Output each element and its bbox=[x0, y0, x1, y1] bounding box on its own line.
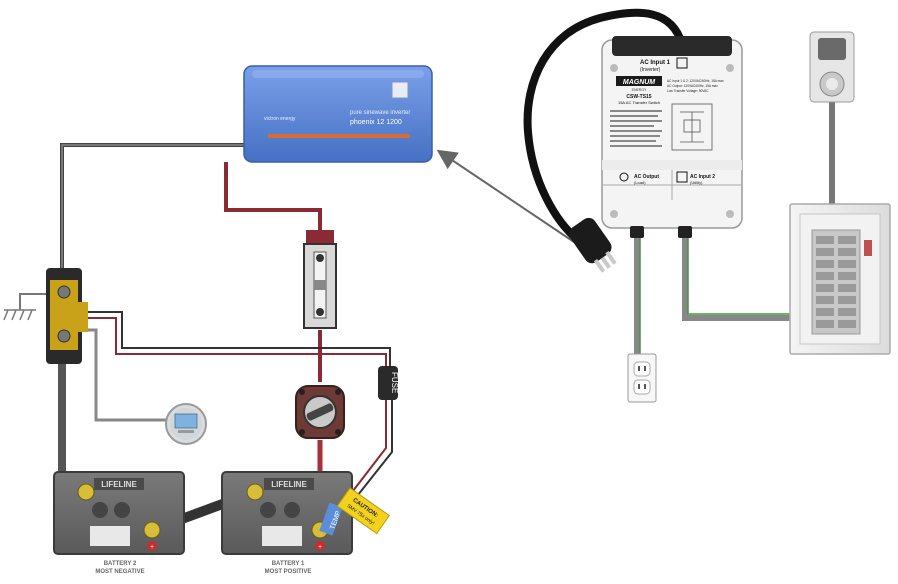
ts-model: CSW-TS15 bbox=[626, 94, 651, 100]
ground-icon bbox=[3, 309, 36, 321]
ts-output-icon bbox=[619, 172, 629, 182]
ts-spec3: Low Transfer Voltage: 90VAC bbox=[667, 89, 709, 93]
ts-ac-output-label: AC Output bbox=[634, 174, 659, 180]
ts-spec2: AC Output: 120VAC/60Hz, 15A max bbox=[667, 84, 718, 88]
inverter-model-line2: phoenix 12 1200 bbox=[350, 119, 402, 126]
ac-outlet bbox=[627, 353, 657, 403]
inverter-brand: victron energy bbox=[264, 116, 296, 122]
battery-1: LIFELINE + BATTERY 1 MOST POSITIVE bbox=[221, 471, 353, 575]
transfer-switch-cord bbox=[523, 8, 686, 244]
wire-sense-negative bbox=[88, 311, 391, 368]
ts-ac-input1-sub: (Inverter) bbox=[640, 67, 661, 73]
ts-spec1: AC Input 1 & 2: 120VAC/60Hz, 15A max bbox=[667, 79, 724, 83]
wire-positive-inverter bbox=[224, 162, 322, 238]
inverter: victron energy pure sinewave inverter ph… bbox=[243, 65, 433, 163]
main-fuse bbox=[303, 230, 337, 329]
ts-ac-input2-label: AC Input 2 bbox=[690, 174, 715, 180]
battery-1-positive-icon bbox=[315, 541, 325, 551]
arrow-to-inverter bbox=[436, 149, 575, 243]
battery-2-label-line1: BATTERY 2 bbox=[104, 561, 137, 567]
ts-ac-input2-sub: (Utility) bbox=[690, 180, 703, 185]
ts-input1-icon bbox=[676, 57, 688, 69]
bus-bar bbox=[46, 268, 88, 364]
battery-switch bbox=[295, 385, 345, 439]
battery-2-label-line2: MOST NEGATIVE bbox=[95, 569, 144, 575]
ts-brand: MAGNUM bbox=[623, 79, 655, 86]
ts-brand-sub: ENERGY bbox=[632, 88, 647, 92]
ts-input2-icon bbox=[676, 171, 688, 183]
battery-1-label-line2: MOST POSITIVE bbox=[265, 569, 312, 575]
battery-1-label-line1: BATTERY 1 bbox=[272, 561, 305, 567]
battery-2-positive-icon bbox=[147, 541, 157, 551]
transfer-switch: AC Input 1 (Inverter) MAGNUM ENERGY CSW-… bbox=[601, 36, 743, 238]
ts-wiring-schematic bbox=[671, 103, 713, 151]
inline-fuse: FUSE bbox=[378, 366, 399, 400]
ts-ac-output-sub: (Load) bbox=[634, 180, 646, 185]
monitor-display-icon bbox=[174, 413, 198, 429]
wire-ground bbox=[19, 293, 48, 310]
battery-2: LIFELINE + BATTERY 2 MOST NEGATIVE bbox=[53, 471, 185, 575]
svg-text:+: + bbox=[150, 544, 154, 551]
ac-plug bbox=[569, 217, 617, 273]
ts-warning-text-block bbox=[610, 110, 662, 147]
inverter-model-line1: pure sinewave inverter bbox=[350, 110, 410, 116]
wire-monitor bbox=[88, 328, 168, 422]
svg-text:+: + bbox=[318, 544, 322, 551]
battery-1-brand: LIFELINE bbox=[271, 480, 307, 489]
battery-monitor bbox=[165, 403, 207, 445]
ts-ac-input1-label: AC Input 1 bbox=[640, 60, 671, 66]
wire-sense-positive bbox=[88, 317, 387, 368]
caution-tag: CAUTION: SMV 75x only! bbox=[336, 487, 391, 535]
inverter-stripe bbox=[268, 134, 410, 138]
shore-power-inlet bbox=[809, 31, 855, 103]
inline-fuse-label: FUSE bbox=[390, 372, 399, 393]
wire-negative-inverter bbox=[60, 143, 244, 272]
inverter-display-icon bbox=[391, 81, 409, 99]
battery-2-brand: LIFELINE bbox=[101, 480, 137, 489]
ts-subtitle: 15A AC Transfer Switch bbox=[618, 100, 660, 105]
wire-ac-input2 bbox=[682, 238, 794, 321]
breaker-panel bbox=[789, 203, 891, 355]
